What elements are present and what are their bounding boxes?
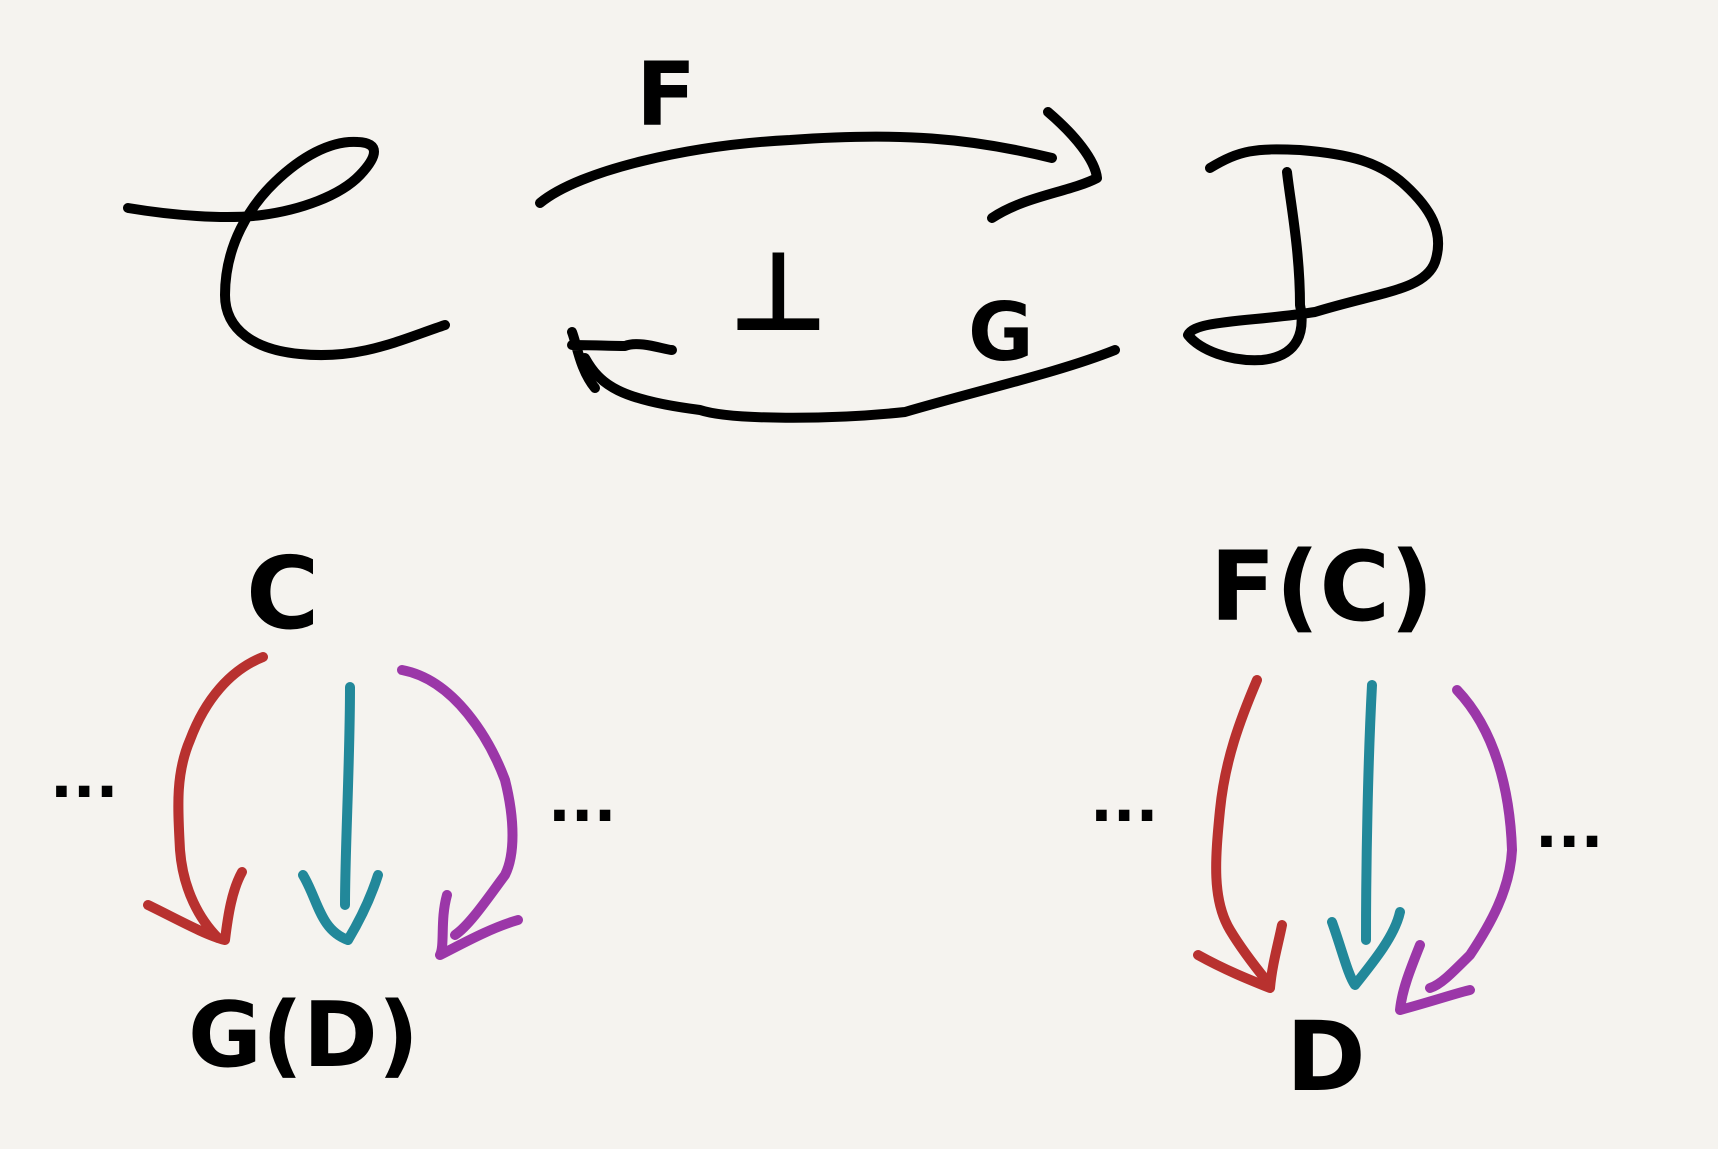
functor-g-label: G: [968, 286, 1034, 379]
right-object-fc: F(C): [1210, 531, 1434, 643]
left-dots-purple: ···: [548, 781, 616, 851]
right-red-arrow: [1193, 675, 1287, 993]
left-red-arrow: [143, 652, 268, 945]
left-object-c: C: [246, 535, 319, 652]
functor-f-label: F: [636, 43, 696, 146]
functor-g-arrow: [567, 327, 1120, 423]
left-purple-arrow: [397, 665, 523, 960]
right-dots-red: ···: [1090, 781, 1158, 851]
right-teal-arrow: [1327, 680, 1405, 990]
functor-f-arrow: [535, 107, 1102, 223]
left-dots-red: ···: [50, 757, 118, 827]
right-dots-purple: ···: [1535, 807, 1603, 877]
right-purple-arrow: [1395, 685, 1517, 1015]
adjunction-symbol: ⊥: [728, 228, 829, 356]
left-teal-arrow: [298, 682, 383, 945]
right-object-d: D: [1286, 1001, 1366, 1113]
category-d-glyph: [1183, 144, 1444, 366]
left-object-gd: G(D): [188, 983, 419, 1088]
category-c-glyph: [123, 136, 450, 361]
